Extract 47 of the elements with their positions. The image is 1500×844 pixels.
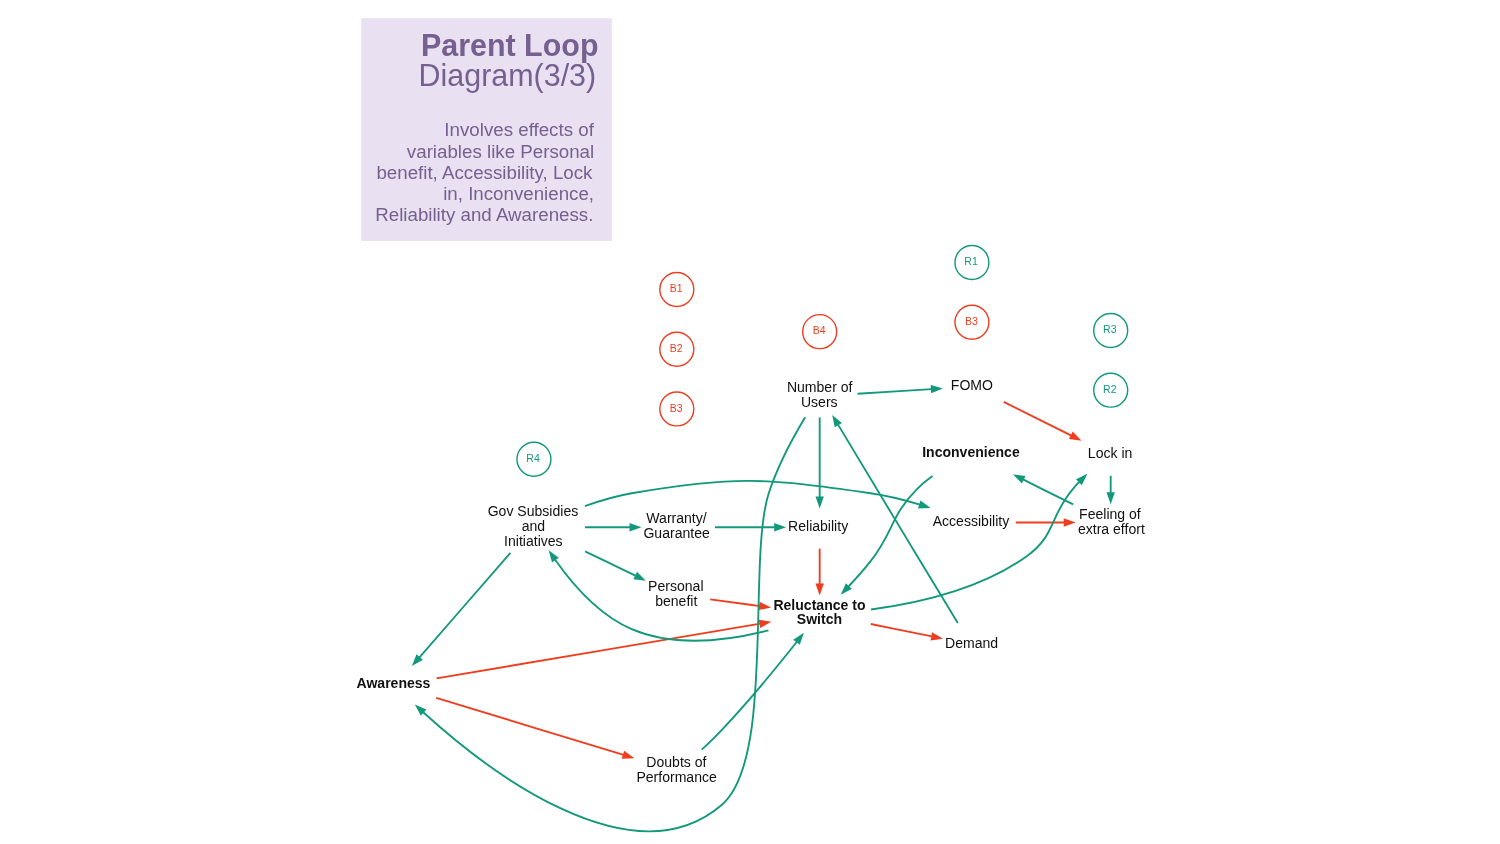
node-text: Lock in (1087, 444, 1133, 461)
node-text: Feeling of extra effort (1077, 505, 1145, 537)
arrow (815, 547, 824, 595)
diagram-title: Parent Loop Diagram(3/3) (418, 27, 599, 92)
arrow (1012, 473, 1075, 505)
node-text: Personal benefit (648, 577, 704, 609)
arrow (411, 551, 512, 666)
arrow (1002, 400, 1082, 441)
arrow (856, 384, 943, 395)
node-circle: R1 (954, 244, 990, 280)
arrow (583, 479, 931, 508)
arrow (435, 696, 635, 759)
node-text: Gov Subsidies and Initiatives (487, 502, 579, 549)
node-text: Demand (944, 634, 999, 651)
arrow (1106, 474, 1115, 504)
node-text: Warranty/ Guarantee (643, 509, 710, 541)
node-text: Reluctance to Switch (773, 596, 866, 627)
node-circle: R4 (516, 441, 552, 477)
arrow (435, 619, 772, 679)
arrow (840, 474, 934, 595)
caption: Involves effects of variables like Personal benefit, Accessibility, Lock in, Inconvenience, Reliability and Awareness. (375, 118, 595, 225)
arrow (584, 549, 646, 581)
node-text: Inconvenience (922, 443, 1020, 460)
node-text: Reliability (788, 517, 849, 534)
node-circle: R2 (1093, 372, 1129, 408)
arrow (709, 598, 772, 610)
arrow (815, 416, 824, 508)
arrow (700, 632, 804, 751)
node-circle: B3 (659, 390, 695, 427)
arrow (414, 415, 807, 832)
arrow (1014, 517, 1076, 527)
node-text: Awareness (356, 674, 431, 691)
arrow (548, 549, 770, 641)
node-text: FOMO (950, 376, 993, 393)
arrow (870, 473, 1088, 610)
node-circle: R3 (1093, 312, 1129, 348)
arrow (584, 522, 642, 531)
node-circle: B2 (659, 331, 695, 367)
node-circle: B1 (659, 271, 695, 307)
node-text: Accessibility (932, 512, 1010, 529)
node-circle: B3 (954, 304, 990, 340)
node-circle: B4 (802, 313, 838, 349)
arrow (869, 622, 944, 640)
node-text: Number of Users (786, 378, 853, 410)
arrow (713, 522, 787, 531)
node-text: Doubts of Performance (636, 753, 717, 785)
arrow (832, 414, 959, 624)
